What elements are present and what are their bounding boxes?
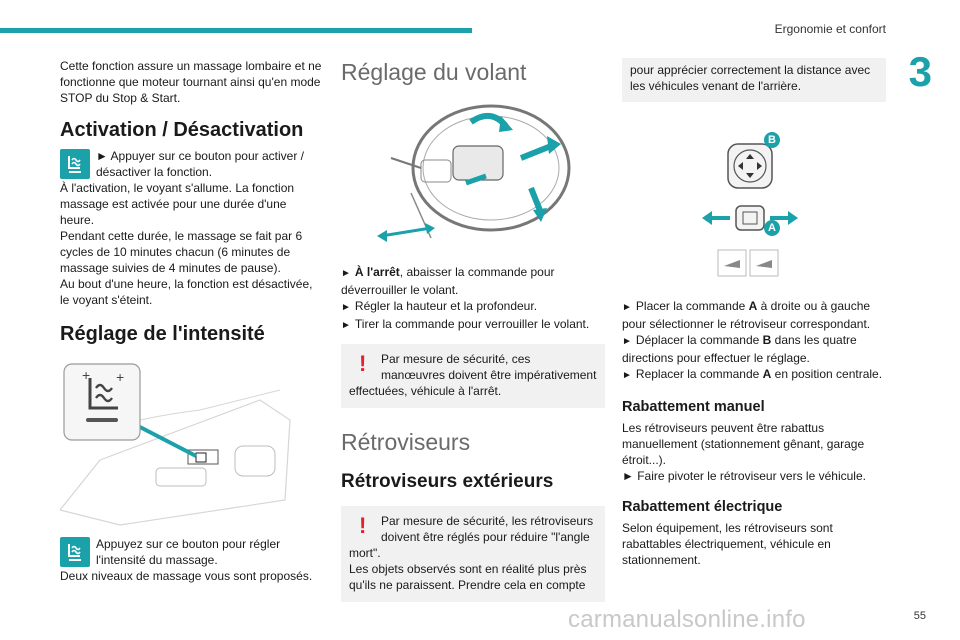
svg-text:+: + (116, 369, 124, 385)
intensity-step: Appuyez sur ce bouton pour régler l'inte… (96, 537, 281, 567)
chapter-number: 3 (908, 48, 932, 95)
column-steering: Réglage du volant ►À l'arrêt, abaisser l… (341, 58, 605, 602)
steering-step-3: ►Tirer la commande pour verrouiller le v… (341, 317, 590, 331)
manual-fold-heading: Rabattement manuel (622, 399, 765, 415)
manual-fold-step: ► Faire pivoter le rétroviseur vers le v… (622, 469, 866, 483)
steering-step-2: ►Régler la hauteur et la profondeur. (341, 299, 538, 313)
watermark: carmanualsonline.info (568, 606, 806, 633)
svg-text:+: + (82, 367, 90, 383)
activation-step: ► Appuyer sur ce bouton pour activer / d… (96, 149, 304, 179)
mirrors-note-end: pour apprécier correctement la distance … (622, 58, 886, 102)
mirror-step-1: ►Placer la commande A à droite ou à gauc… (622, 299, 871, 331)
electric-fold-heading: Rabattement électrique (622, 499, 783, 515)
steering-safety-note: ! Par mesure de sécurité, ces manœuvres … (341, 344, 605, 408)
steering-wheel-illustration (371, 98, 571, 248)
mirror-steps: ►Placer la commande A à droite ou à gauc… (622, 298, 886, 384)
mirrors-note-continued: Les objets observés sont en réalité plus… (349, 562, 587, 592)
steering-step-1: ►À l'arrêt, abaisser la commande pour dé… (341, 265, 555, 297)
header-accent-bar (0, 28, 472, 33)
column-massage: Cette fonction assure un massage lombair… (58, 58, 322, 584)
mirrors-heading: Rétroviseurs (341, 429, 471, 455)
massage-seat-icon (60, 149, 90, 179)
mirror-control-illustration: B A (702, 132, 812, 282)
warning-icon: ! (359, 513, 367, 538)
warning-icon: ! (359, 351, 367, 376)
intro-text: Cette fonction assure un massage lombair… (60, 59, 322, 105)
activation-heading: Activation / Désactivation (60, 119, 304, 141)
intensity-text: Deux niveaux de massage vous sont propos… (60, 569, 313, 583)
mirror-step-2: ►Déplacer la commande B dans les quatre … (622, 333, 857, 365)
seat-illustration: + + (58, 360, 300, 530)
mirror-step-3: ►Replacer la commande A en position cent… (622, 367, 883, 381)
column-mirrors: pour apprécier correctement la distance … (622, 58, 886, 568)
page-number: 55 (913, 610, 926, 622)
section-title: Ergonomie et confort (774, 22, 886, 36)
electric-fold-text: Selon équipement, les rétroviseurs sont … (622, 521, 833, 567)
activation-block: ► Appuyer sur ce bouton pour activer / d… (60, 148, 322, 308)
ext-mirrors-heading: Rétroviseurs extérieurs (341, 471, 554, 492)
intensity-heading: Réglage de l'intensité (60, 323, 265, 345)
steering-steps: ►À l'arrêt, abaisser la commande pour dé… (341, 264, 605, 334)
activation-text-3: Au bout d'une heure, la fonction est dés… (60, 277, 313, 307)
mirrors-safety-note: ! Par mesure de sécurité, les rétroviseu… (341, 506, 605, 602)
intensity-block: Appuyez sur ce bouton pour régler l'inte… (60, 536, 322, 584)
massage-intensity-icon (60, 537, 90, 567)
manual-fold-text: Les rétroviseurs peuvent être rabattus m… (622, 421, 865, 467)
activation-text-2: Pendant cette durée, le massage se fait … (60, 229, 303, 275)
label-b-badge: B (764, 132, 780, 148)
steering-heading: Réglage du volant (341, 59, 527, 85)
activation-text-1: À l'activation, le voyant s'allume. La f… (60, 181, 295, 227)
label-a-badge: A (764, 220, 780, 236)
